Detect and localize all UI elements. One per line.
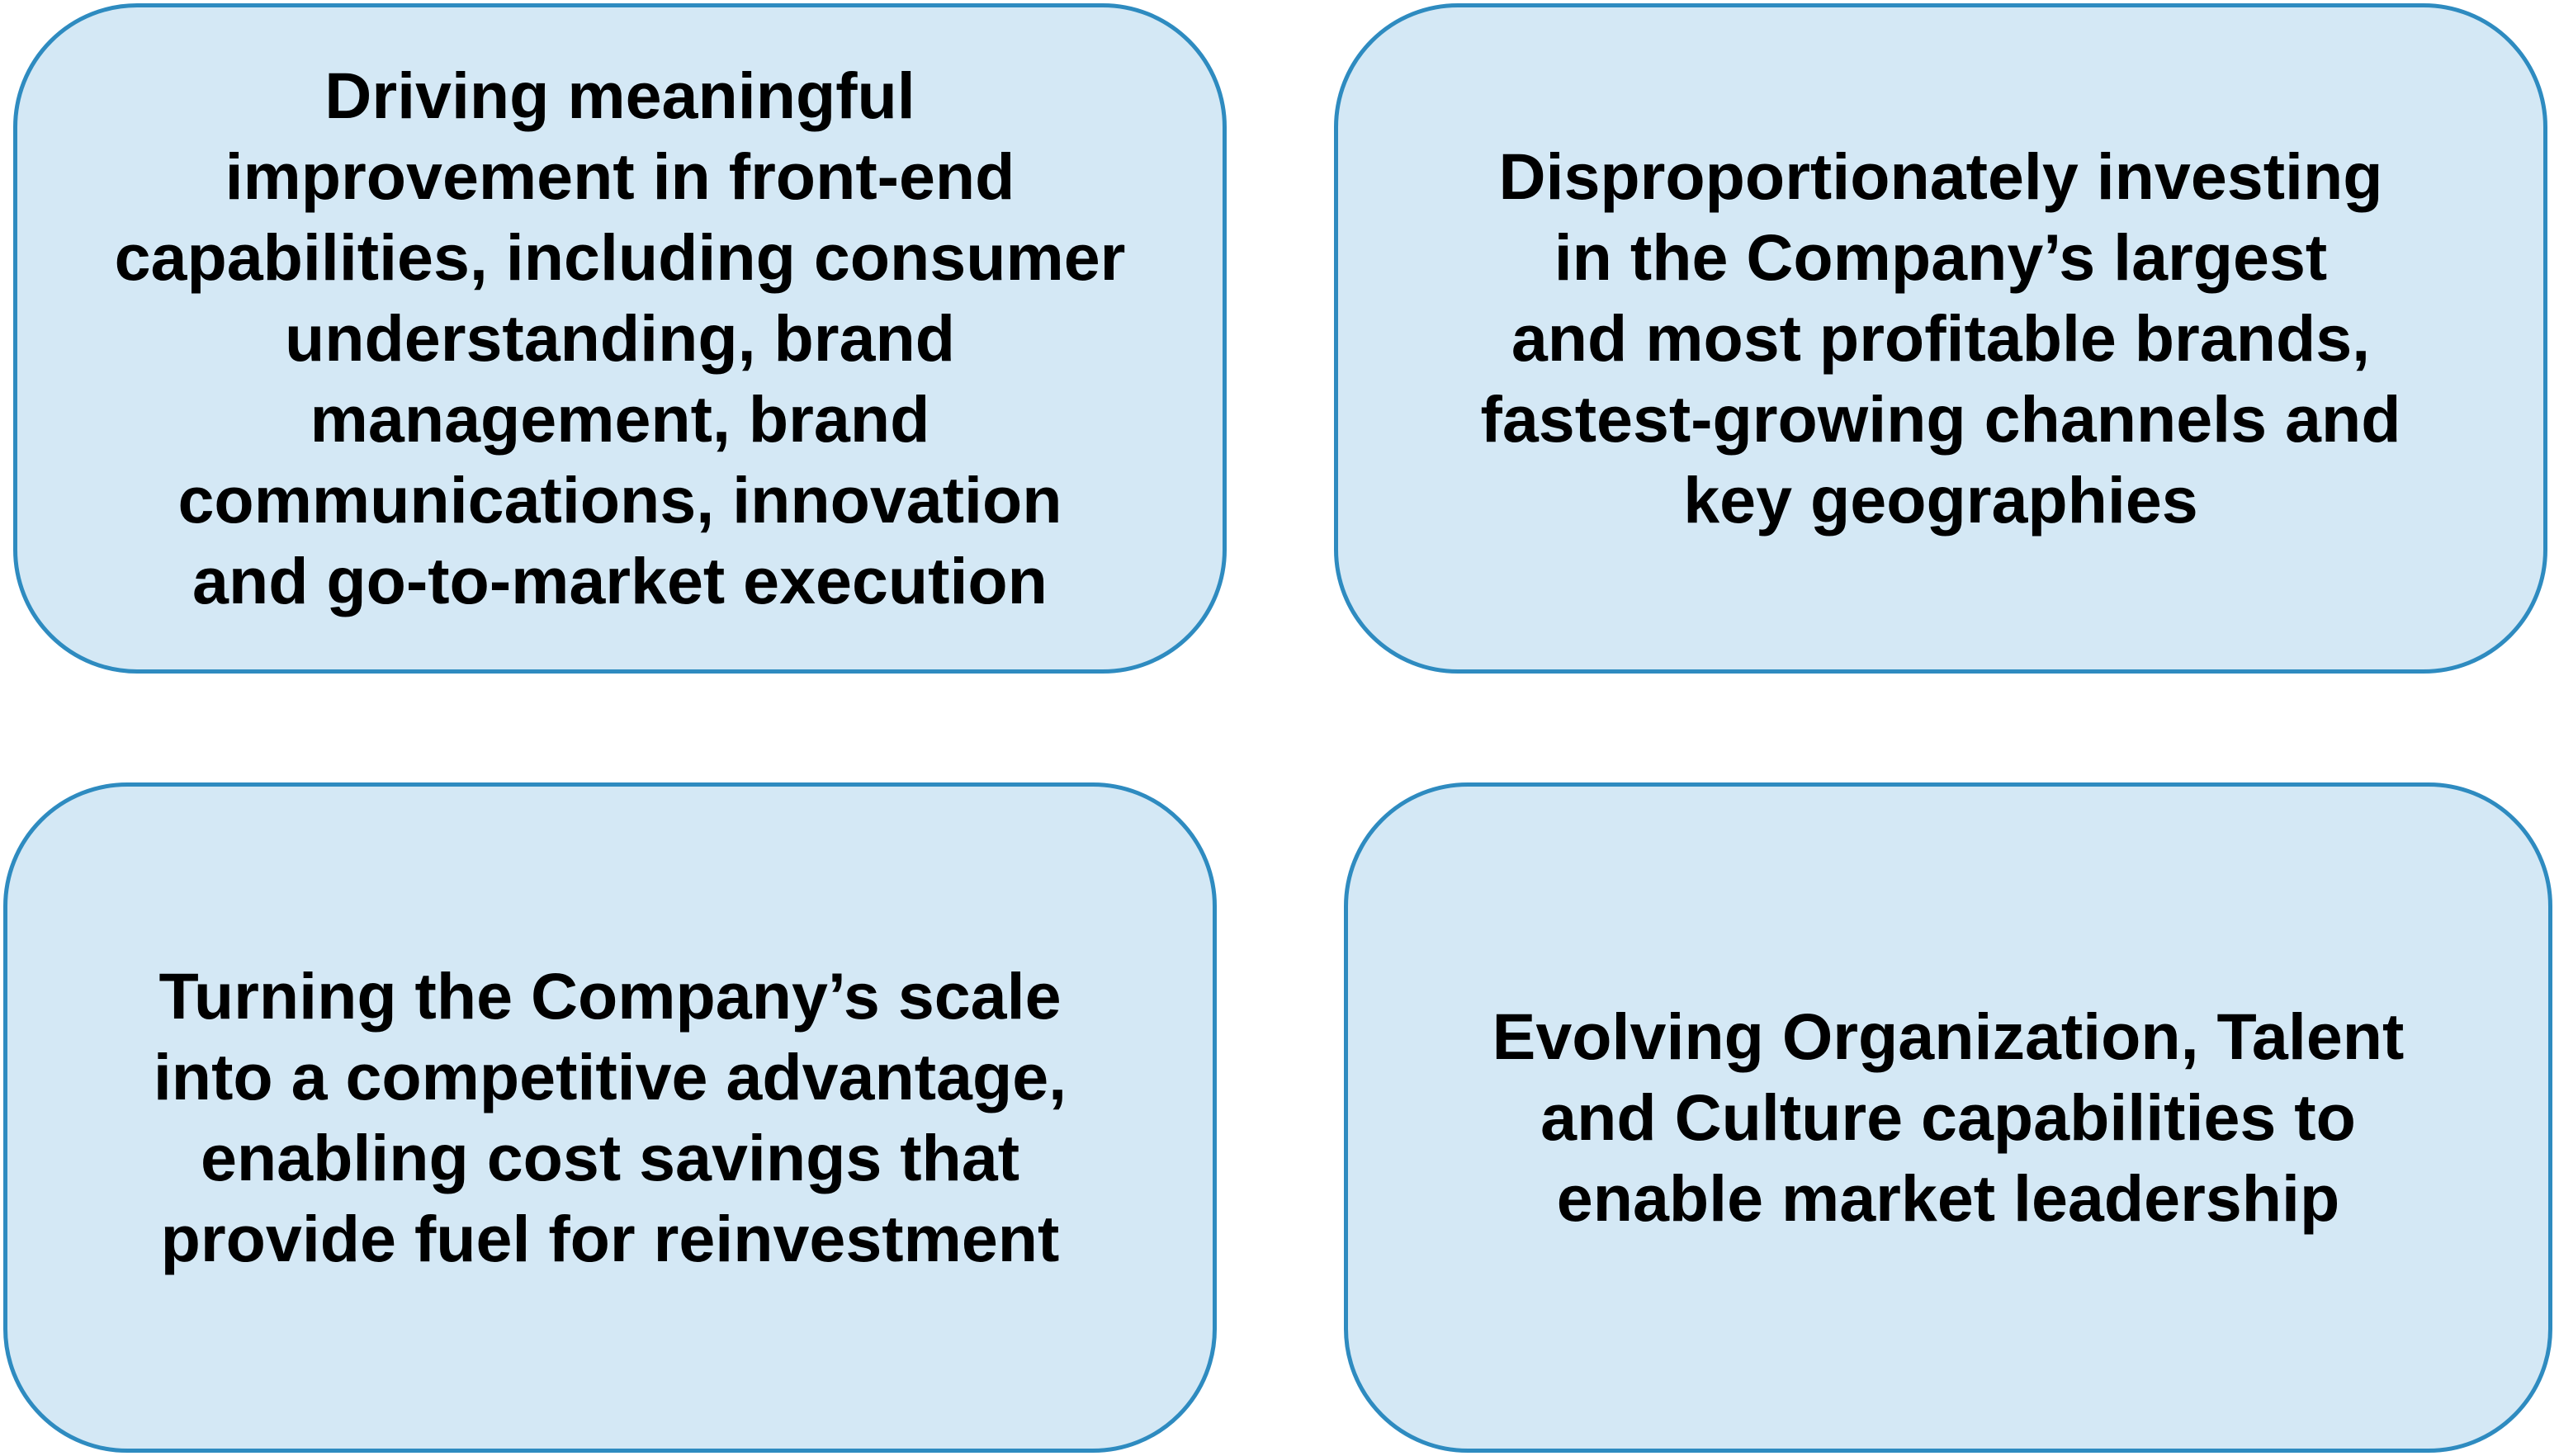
text-line: and go-to-market execution bbox=[192, 544, 1048, 617]
text-line: into a competitive advantage, bbox=[153, 1040, 1067, 1113]
text-line: understanding, brand bbox=[285, 301, 955, 375]
priority-box-organization-talent-culture: Evolving Organization, Talent and Cultur… bbox=[1344, 782, 2552, 1453]
text-line: management, brand bbox=[310, 382, 930, 456]
text-line: in the Company’s largest bbox=[1554, 220, 2328, 294]
text-line: capabilities, including consumer bbox=[114, 220, 1126, 294]
text-line: enabling cost savings that bbox=[200, 1121, 1020, 1194]
priority-box-front-end-capabilities: Driving meaningful improvement in front-… bbox=[13, 3, 1227, 674]
text-line: and Culture capabilities to bbox=[1540, 1080, 2356, 1154]
text-line: key geographies bbox=[1683, 463, 2198, 537]
priority-box-disproportionate-investment: Disproportionately investing in the Comp… bbox=[1334, 3, 2547, 674]
priority-text-organization-talent-culture: Evolving Organization, Talent and Cultur… bbox=[1492, 996, 2405, 1239]
text-line: improvement in front-end bbox=[225, 139, 1015, 213]
text-line: Evolving Organization, Talent bbox=[1492, 1000, 2405, 1073]
text-line: Driving meaningful bbox=[324, 59, 915, 132]
text-line: Disproportionately investing bbox=[1498, 139, 2383, 213]
priority-text-scale-advantage: Turning the Company’s scale into a compe… bbox=[154, 956, 1067, 1279]
text-line: fastest-growing channels and bbox=[1480, 382, 2401, 456]
text-line: enable market leadership bbox=[1556, 1161, 2340, 1235]
text-line: provide fuel for reinvestment bbox=[160, 1202, 1060, 1275]
text-line: and most profitable brands, bbox=[1511, 301, 2371, 375]
priority-text-disproportionate-investment: Disproportionately investing in the Comp… bbox=[1481, 136, 2401, 541]
text-line: communications, innovation bbox=[177, 463, 1062, 537]
priority-text-front-end-capabilities: Driving meaningful improvement in front-… bbox=[115, 55, 1126, 622]
text-line: Turning the Company’s scale bbox=[158, 959, 1062, 1033]
priority-box-scale-advantage: Turning the Company’s scale into a compe… bbox=[3, 782, 1217, 1453]
